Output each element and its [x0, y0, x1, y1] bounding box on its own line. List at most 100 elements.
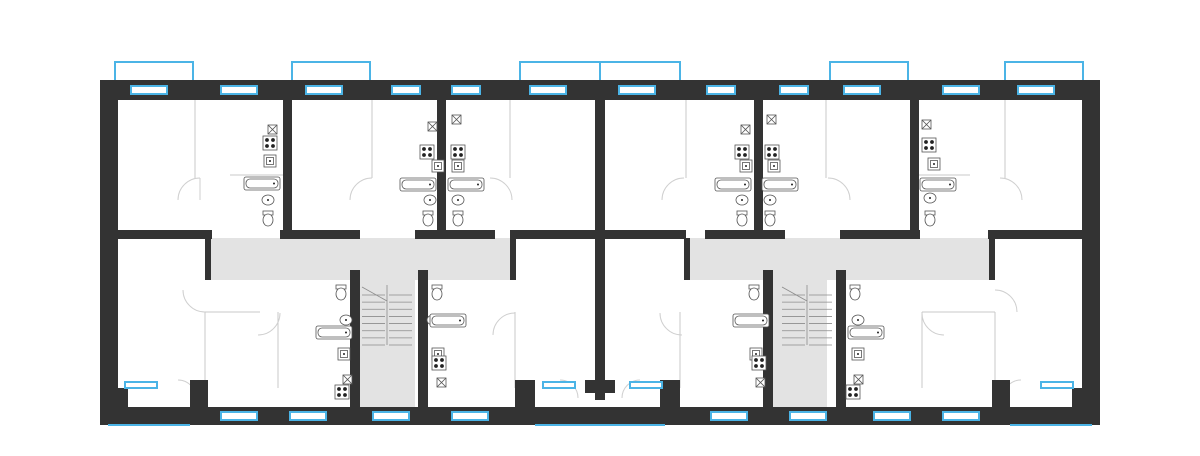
balcony-top	[1004, 61, 1084, 80]
wall-bump	[1072, 388, 1082, 408]
window	[710, 411, 748, 421]
stove-icon	[751, 355, 767, 371]
corridors	[208, 238, 991, 413]
sink-icon	[767, 159, 781, 173]
toilet-icon	[924, 210, 936, 227]
stair-arrow	[781, 286, 808, 302]
wall-vertical	[992, 380, 1010, 415]
wall-vertical	[595, 90, 605, 400]
window	[1017, 85, 1055, 95]
balcony-top	[829, 61, 909, 80]
bathtub-icon	[847, 325, 885, 340]
window	[391, 85, 421, 95]
corridor-left	[208, 238, 513, 280]
stove-icon	[262, 135, 278, 151]
balconies	[108, 61, 1092, 426]
washbasin-icon	[339, 314, 353, 326]
wall-corridor	[205, 238, 211, 280]
toilet-icon	[431, 284, 443, 301]
bathtub-icon	[429, 313, 467, 328]
wall-middle	[705, 230, 785, 239]
stove-icon	[334, 384, 350, 400]
wall-vertical	[754, 90, 763, 230]
wall-vertical	[350, 270, 360, 410]
window	[124, 381, 158, 389]
wall-exterior-bottom	[100, 407, 1100, 425]
stove-icon	[845, 384, 861, 400]
window	[1040, 381, 1074, 389]
toilet-icon	[452, 210, 464, 227]
toilet-icon	[335, 284, 347, 301]
window	[289, 411, 327, 421]
window	[706, 85, 736, 95]
window	[542, 381, 576, 389]
fridge-icon	[436, 377, 447, 388]
stairs-left	[361, 285, 412, 346]
door-swing	[257, 312, 281, 336]
wall-middle	[988, 230, 1082, 239]
window	[942, 85, 980, 95]
toilet-icon	[849, 284, 861, 301]
stove-icon	[734, 144, 750, 160]
stove-icon	[431, 355, 447, 371]
toilet-icon	[422, 210, 434, 227]
stove-icon	[419, 144, 435, 160]
wall-vertical	[515, 380, 535, 415]
fixtures	[243, 114, 957, 400]
window	[843, 85, 881, 95]
fridge-icon	[267, 124, 278, 135]
wall-exterior-left	[100, 80, 118, 425]
wall-exterior-right	[1082, 80, 1100, 425]
window	[629, 381, 663, 389]
fridge-icon	[921, 119, 932, 130]
fridge-icon	[740, 124, 751, 135]
wall-vertical	[836, 270, 846, 410]
window	[873, 411, 911, 421]
door-swing	[177, 177, 201, 201]
fridge-icon	[766, 114, 777, 125]
bathtub-icon	[447, 177, 485, 192]
windows	[124, 85, 1074, 421]
sink-icon	[851, 347, 865, 361]
door-swing	[999, 177, 1023, 201]
sink-icon	[431, 159, 445, 173]
door-swing	[827, 177, 851, 201]
door-swing	[921, 312, 945, 336]
sink-icon	[263, 154, 277, 168]
stairs-right	[781, 285, 832, 346]
sink-icon	[739, 159, 753, 173]
stove-icon	[450, 144, 466, 160]
window	[451, 85, 481, 95]
window	[220, 411, 258, 421]
door-swing	[182, 289, 206, 313]
stove-icon	[764, 144, 780, 160]
stair-arrow	[361, 286, 388, 302]
window	[779, 85, 809, 95]
fridge-icon	[342, 374, 353, 385]
wall-vertical	[418, 270, 428, 410]
washbasin-icon	[735, 194, 749, 206]
door-swing	[621, 379, 641, 399]
bathtub-icon	[732, 313, 770, 328]
washbasin-icon	[451, 194, 465, 206]
wall-corridor	[684, 238, 690, 280]
fridge-icon	[427, 121, 438, 132]
stairs	[361, 285, 832, 346]
washbasin-icon	[261, 194, 275, 206]
window	[618, 85, 656, 95]
door-swing	[349, 177, 373, 201]
balcony-top	[291, 61, 371, 80]
wall-vertical	[763, 270, 773, 410]
wall-vertical	[190, 380, 208, 415]
wall-middle	[280, 230, 360, 239]
window	[220, 85, 258, 95]
wall-vertical	[910, 90, 919, 230]
toilet-icon	[736, 210, 748, 227]
wall-vertical	[660, 380, 680, 415]
partitions	[194, 100, 1006, 388]
washbasin-icon	[851, 314, 865, 326]
washbasin-icon	[923, 192, 937, 204]
toilet-icon	[748, 284, 760, 301]
bathtub-icon	[919, 177, 957, 192]
